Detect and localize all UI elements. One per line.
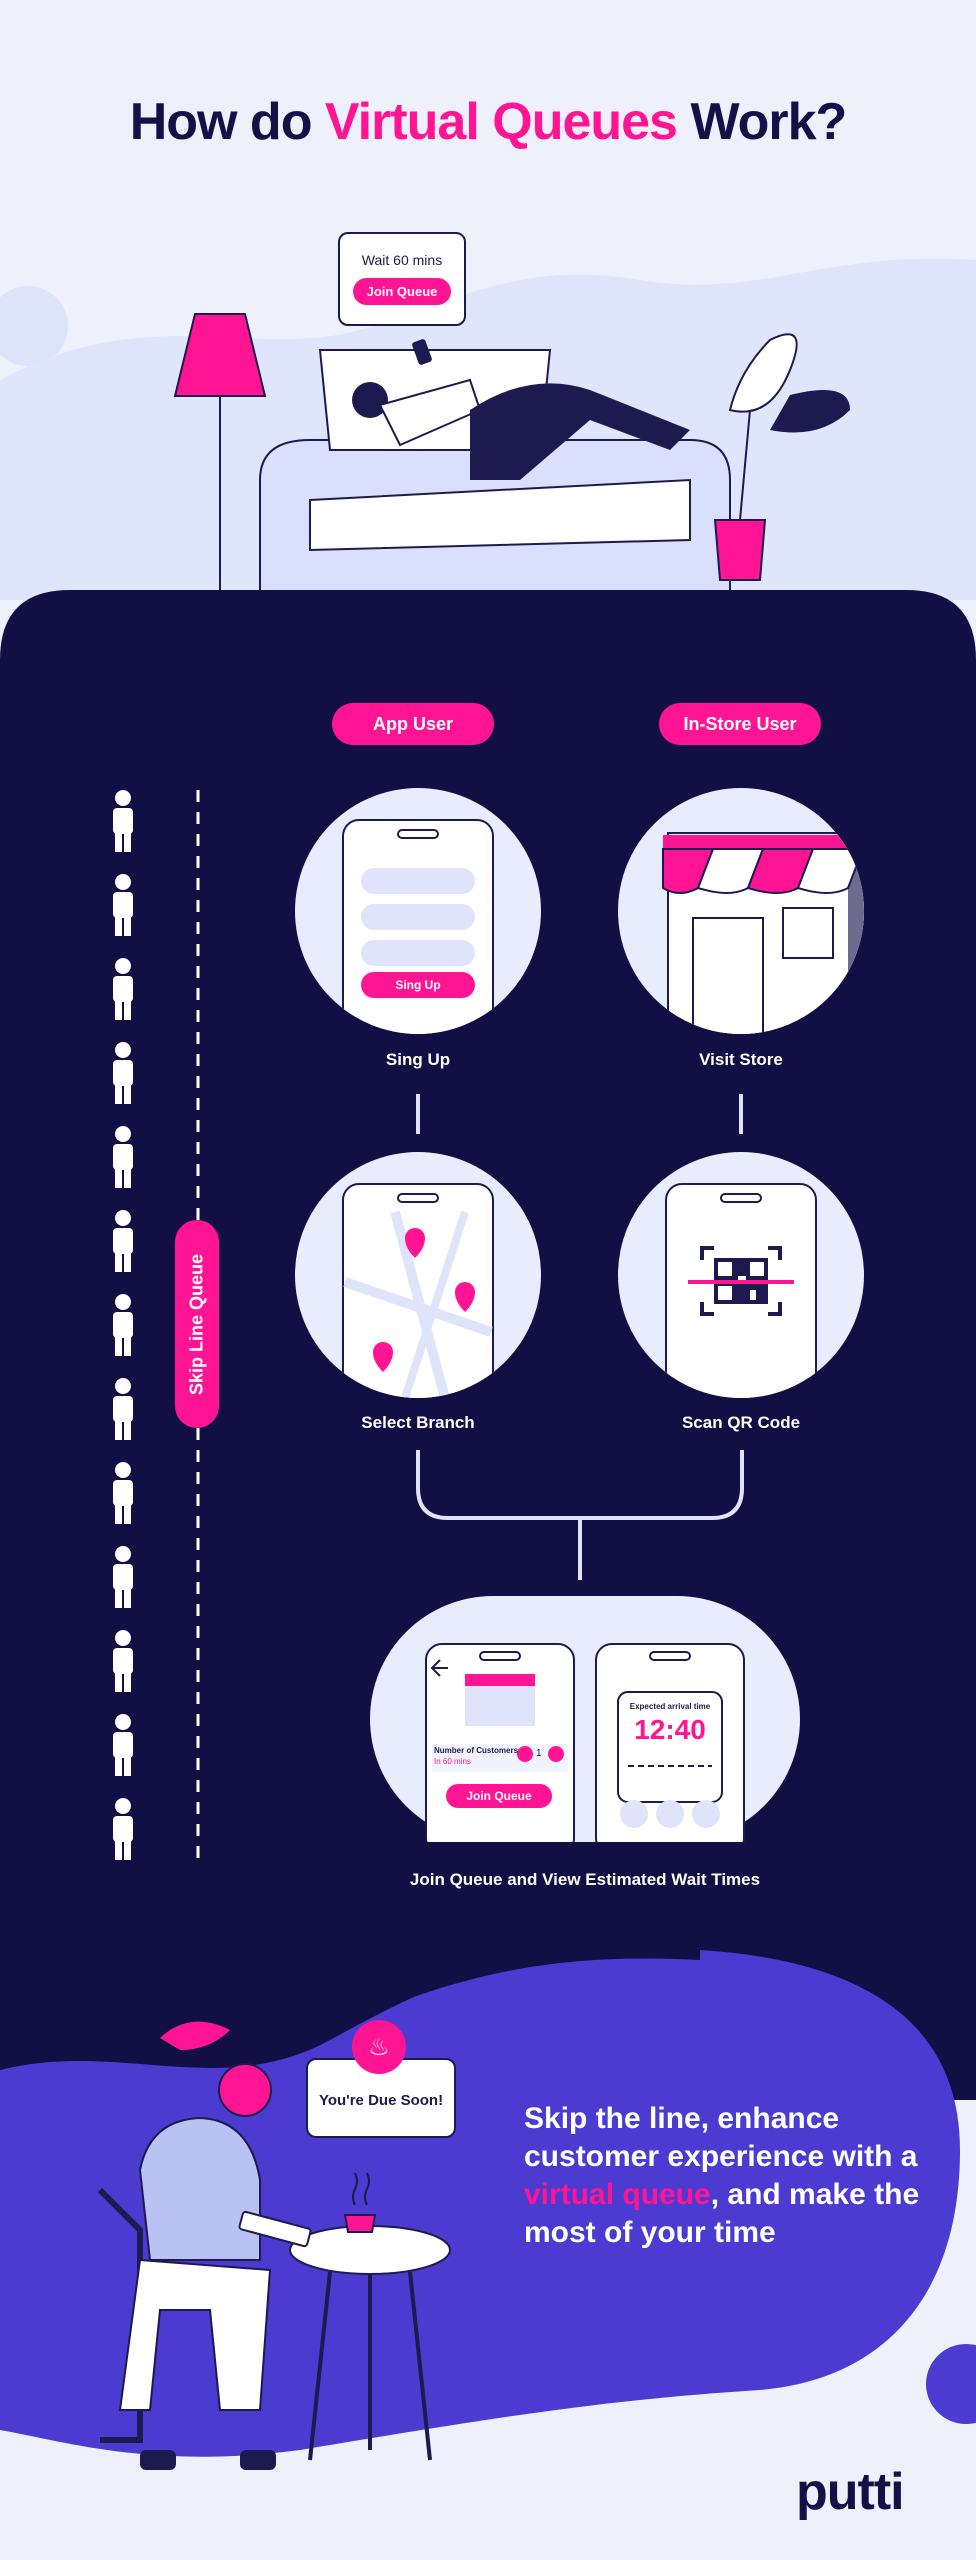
sign-up-label: Sing Up — [385, 1050, 451, 1069]
woman-at-table-illustration — [97, 2021, 451, 2470]
wait-label: In 60 mins — [434, 1757, 471, 1766]
scan-qr-circle — [618, 1152, 864, 1398]
visit-store-label: Visit Store — [699, 1050, 783, 1069]
putti-logo: putti — [796, 2463, 905, 2521]
page-title: How do Virtual Queues Work? — [129, 93, 848, 151]
select-branch-circle — [295, 1152, 541, 1398]
wait-time-bubble: Wait 60 mins Join Queue — [338, 232, 466, 326]
tagline: Skip the line, enhance customer experien… — [524, 2102, 920, 2249]
in-store-user-pill: In-Store User — [659, 703, 821, 745]
bell-icon: ♨ — [352, 2020, 406, 2074]
join-queue-label: Join Queue and View Estimated Wait Times — [409, 1870, 761, 1889]
hero-illustration — [173, 313, 850, 590]
arrival-time: 12:40 — [634, 1714, 706, 1745]
arrival-label: Expected arrival time — [629, 1702, 711, 1711]
customers-label: Number of Customers — [434, 1746, 519, 1755]
join-queue-phones — [425, 1643, 745, 1842]
due-soon-bubble: You're Due Soon! — [306, 2058, 456, 2138]
sign-up-circle — [295, 788, 541, 1034]
connector-lines — [416, 1094, 744, 1580]
wait-time-text: Wait 60 mins — [361, 252, 443, 268]
sign-up-button[interactable]: Sing Up — [395, 978, 441, 992]
app-user-pill: App User — [332, 703, 494, 745]
hero-join-queue-button[interactable]: Join Queue — [352, 278, 452, 305]
select-branch-label: Select Branch — [361, 1413, 475, 1432]
join-queue-button[interactable]: Join Queue — [446, 1784, 552, 1808]
scan-qr-label: Scan QR Code — [681, 1413, 801, 1432]
visit-store-circle — [618, 788, 864, 1034]
due-soon-text: You're Due Soon! — [318, 2092, 444, 2109]
customer-count: 1 — [536, 1748, 542, 1759]
